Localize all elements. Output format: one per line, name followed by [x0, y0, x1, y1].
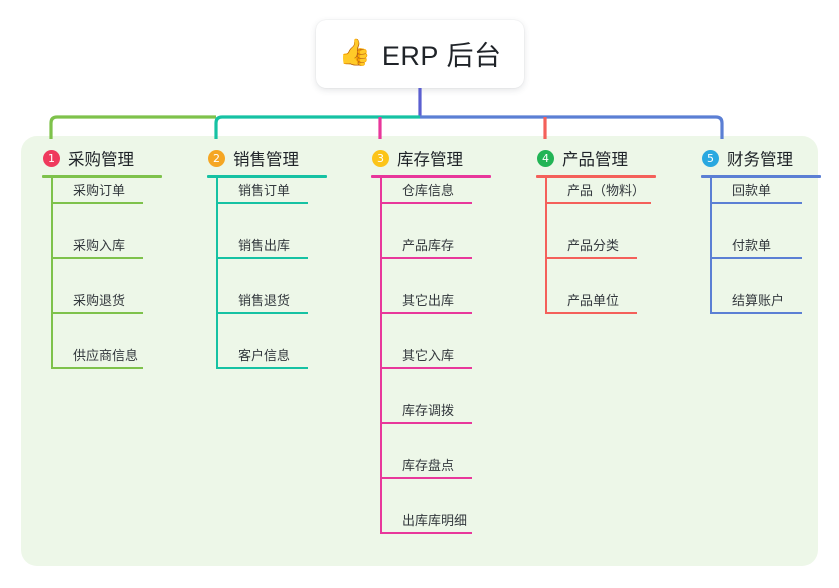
branch-spine	[51, 177, 53, 369]
branch-header-4[interactable]: 4 产品管理	[537, 146, 628, 170]
leaf-label: 仓库信息	[402, 183, 455, 198]
leaf-label: 产品分类	[567, 238, 620, 253]
branch-number-badge: 1	[43, 149, 60, 167]
branch-spine	[545, 177, 547, 314]
branch-header-3[interactable]: 3 库存管理	[372, 146, 463, 170]
branch-header-rule	[371, 175, 491, 178]
branch-spine	[216, 177, 218, 369]
branch-number-badge: 3	[372, 149, 389, 167]
branch-header-rule	[42, 175, 162, 178]
leaf-label: 产品单位	[567, 293, 620, 308]
leaf-rule	[380, 202, 472, 204]
leaf-rule	[51, 257, 143, 259]
branch-title: 库存管理	[397, 151, 463, 169]
branch-number-badge: 4	[537, 149, 554, 167]
leaf-rule	[380, 312, 472, 314]
root-node-content: 👍 ERP 后台	[339, 34, 502, 73]
leaf-rule	[380, 367, 472, 369]
leaf-rule	[216, 312, 308, 314]
branch-number-badge: 5	[702, 149, 719, 167]
leaf-label: 其它入库	[402, 348, 455, 363]
leaf-label: 客户信息	[238, 348, 291, 363]
leaf-rule	[216, 202, 308, 204]
leaf-label: 销售出库	[238, 238, 291, 253]
branch-columns: 1 采购管理采购订单采购入库采购退货供应商信息 2 销售管理销售订单销售出库销售退货客…	[0, 136, 839, 566]
leaf-rule	[380, 257, 472, 259]
branch-header-5[interactable]: 5 财务管理	[702, 146, 793, 170]
thumbs-up-icon: 👍	[338, 38, 371, 68]
leaf-rule	[545, 202, 651, 204]
leaf-rule	[51, 202, 143, 204]
branch-title: 财务管理	[727, 151, 793, 169]
leaf-label: 回款单	[732, 183, 772, 198]
leaf-label: 结算账户	[732, 293, 785, 308]
root-node[interactable]: 👍 ERP 后台	[316, 20, 524, 88]
leaf-label: 付款单	[732, 238, 772, 253]
branch-header-1[interactable]: 1 采购管理	[43, 146, 134, 170]
leaf-label: 销售退货	[238, 293, 291, 308]
branch-number-badge: 2	[208, 149, 225, 167]
branch-spine	[710, 177, 712, 314]
leaf-label: 销售订单	[238, 183, 291, 198]
branch-header-rule	[701, 175, 821, 178]
leaf-rule	[545, 257, 637, 259]
branch-title: 采购管理	[68, 151, 134, 169]
leaf-rule	[710, 312, 802, 314]
leaf-rule	[216, 257, 308, 259]
leaf-label: 采购订单	[73, 183, 126, 198]
leaf-rule	[51, 367, 143, 369]
leaf-label: 库存盘点	[402, 458, 455, 473]
leaf-label: 库存调拨	[402, 403, 455, 418]
leaf-label: 采购入库	[73, 238, 126, 253]
leaf-rule	[710, 257, 802, 259]
root-node-title: ERP 后台	[381, 40, 502, 71]
leaf-label: 采购退货	[73, 293, 126, 308]
branch-title: 产品管理	[562, 151, 628, 169]
leaf-rule	[51, 312, 143, 314]
branch-header-rule	[536, 175, 656, 178]
branch-header-2[interactable]: 2 销售管理	[208, 146, 299, 170]
leaf-label: 供应商信息	[73, 348, 139, 363]
leaf-label: 产品（物料）	[567, 183, 646, 198]
leaf-rule	[216, 367, 308, 369]
branch-title: 销售管理	[233, 151, 299, 169]
leaf-rule	[380, 477, 472, 479]
leaf-rule	[710, 202, 802, 204]
leaf-rule	[380, 422, 472, 424]
leaf-label: 产品库存	[402, 238, 455, 253]
branches-panel	[21, 136, 818, 566]
leaf-label: 其它出库	[402, 293, 455, 308]
leaf-label: 出库库明细	[402, 513, 468, 528]
leaf-rule	[545, 312, 637, 314]
branch-header-rule	[207, 175, 327, 178]
leaf-rule	[380, 532, 472, 534]
branch-spine	[380, 177, 382, 534]
